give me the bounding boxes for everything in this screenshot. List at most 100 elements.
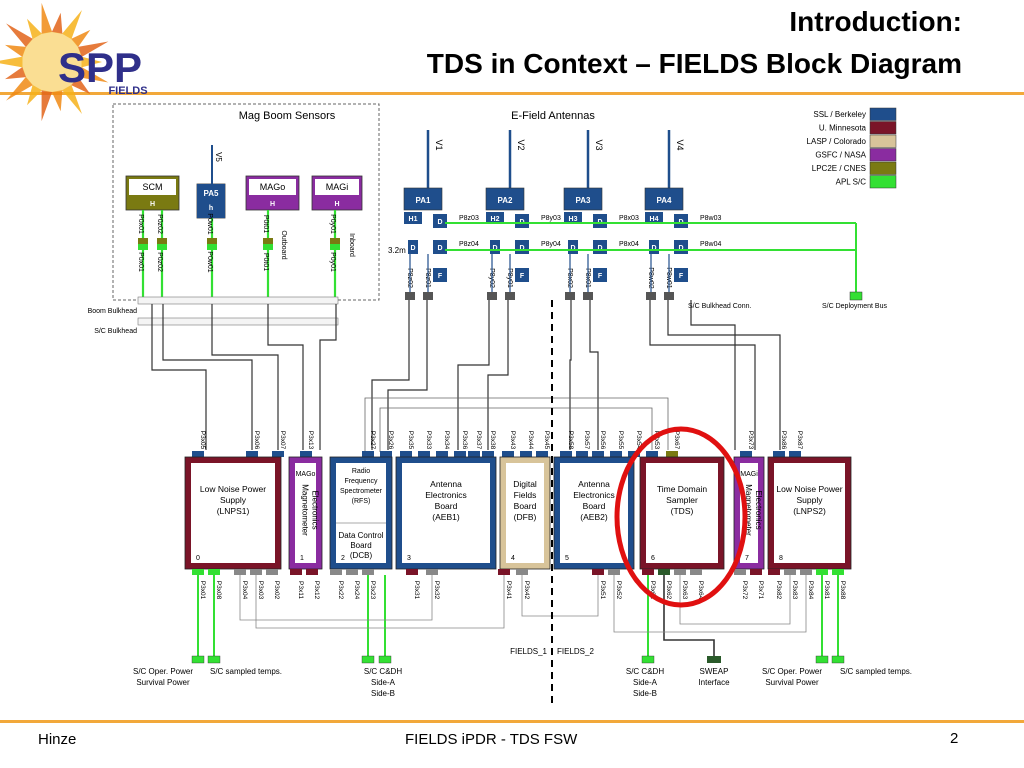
board-top-connector: [300, 451, 312, 457]
board-inner: [191, 463, 275, 563]
fields1-label: FIELDS_1: [510, 647, 547, 656]
board-top-connector: [380, 451, 392, 457]
board-bottom-pin-label: P3x62: [665, 581, 672, 600]
board-label: Data Control: [339, 531, 384, 540]
preamp-box: [485, 187, 525, 211]
sun-ray-icon: [41, 2, 53, 34]
f-box: [674, 268, 688, 282]
board-label: (LNPS2): [793, 506, 826, 516]
d-box: [568, 240, 578, 254]
board-label: Low Noise Power: [776, 484, 842, 494]
sensor-label-bg: [249, 179, 296, 195]
board-top-pin-label: P3x26: [387, 431, 394, 450]
logo-text: SPP: [58, 44, 142, 91]
board-top-connector: [610, 451, 622, 457]
board-bottom-connector: [498, 569, 510, 575]
board-top-pin-label: P3x06: [253, 431, 260, 450]
board-label: (TDS): [671, 506, 694, 516]
bottom-interface-label: S/C sampled temps.: [210, 667, 282, 676]
board-label: (DFB): [514, 512, 537, 522]
board-top-connector: [773, 451, 785, 457]
heater-box: [486, 212, 504, 224]
board-label: Magnetometer: [301, 484, 310, 536]
sun-ray-icon: [6, 23, 33, 48]
board-top-label: MAGo: [296, 471, 316, 478]
connector-icon: [849, 291, 863, 301]
board-inner: [774, 463, 845, 563]
fields2-label: FIELDS_2: [557, 647, 594, 656]
board-bottom-pin-label: P3x42: [523, 581, 530, 600]
terminal-connector: [191, 655, 205, 664]
sensor-box-fill: [197, 184, 225, 218]
board-label: Fields: [514, 490, 537, 500]
f-label: F: [438, 273, 443, 280]
board-bottom-pin-label: P3x03: [257, 581, 264, 600]
board-slot-label: 7: [745, 555, 749, 562]
board-bottom-pin-label: P3x11: [297, 581, 304, 599]
board-label: Board: [583, 501, 606, 511]
d-label: D: [651, 245, 656, 252]
sensor-tag: H: [334, 201, 339, 208]
f-box: [593, 268, 607, 282]
board-bottom-connector: [330, 569, 342, 575]
sun-ray-icon: [5, 67, 27, 80]
sensor-pin-label: P0y01: [329, 252, 336, 272]
board-inner: [295, 463, 316, 563]
sensor-pin-label: P0t01: [262, 215, 269, 233]
sun-ray-icon: [81, 56, 102, 68]
board-slot-label: 6: [651, 555, 655, 562]
harness-wire: [162, 304, 253, 450]
sweap-cable: [663, 575, 715, 658]
connector-icon: [583, 292, 593, 300]
board-top-pin-label: P3x37: [475, 431, 482, 450]
board-label: Magnetometer: [744, 484, 753, 536]
legend-swatch: [869, 134, 897, 148]
connector-icon: [157, 244, 167, 250]
sun-ray-icon: [6, 76, 33, 101]
heater-label: H1: [409, 216, 418, 223]
board-top-connector: [536, 451, 548, 457]
bottom-interface-label: Survival Power: [765, 678, 819, 687]
antenna-conn-label: P8z03: [459, 215, 479, 222]
antenna-label: V1: [434, 139, 444, 150]
bottom-interface-label: Interface: [698, 678, 730, 687]
f-label: F: [679, 273, 684, 280]
d-label: D: [519, 245, 524, 252]
preamp-box: [403, 187, 443, 211]
board-bottom-pin-label: P3x81: [823, 581, 830, 600]
harness-wire: [457, 300, 490, 450]
board-bottom-connector: [290, 569, 302, 575]
bottom-interface-label: SWEAP: [700, 667, 729, 676]
bottom-interface-label: S/C C&DH: [364, 667, 402, 676]
board-slot-label: 5: [565, 555, 569, 562]
legend-label: LASP / Colorado: [807, 137, 867, 146]
board-top-pin-label: P3x54: [635, 431, 642, 450]
board-inner: [336, 463, 386, 563]
d-label: D: [437, 219, 442, 226]
internal-bus-wire: [379, 407, 653, 452]
terminal-connector: [378, 655, 392, 664]
preamp-label: PA4: [657, 196, 673, 205]
sun-ray-icon: [77, 67, 109, 83]
heater-box: [404, 212, 422, 224]
board-bottom-pin-label: P3x31: [413, 581, 420, 600]
board-label: Antenna: [430, 479, 462, 489]
board-bottom-connector: [784, 569, 796, 575]
sun-ray-icon: [51, 12, 63, 34]
terminal-connector: [361, 655, 375, 664]
antenna-conn-label: P8y04: [541, 241, 561, 248]
sun-ray-icon: [62, 84, 82, 114]
terminal-connector: [815, 655, 829, 664]
board-top-pin-label: P3x07: [279, 431, 286, 450]
board-bottom-connector: [426, 569, 438, 575]
boom-bulkhead-label: Boom Bulkhead: [88, 308, 138, 315]
internal-bus-wire: [679, 575, 791, 625]
board-bottom-connector: [690, 569, 702, 575]
logo-subtext: FIELDS: [108, 85, 147, 97]
connector-icon: [263, 244, 273, 250]
board-label: Supply: [220, 495, 247, 505]
sensor-pin-label: P0t01: [262, 253, 269, 271]
antenna-label: V2: [516, 139, 526, 150]
preamp-box: [644, 187, 684, 211]
